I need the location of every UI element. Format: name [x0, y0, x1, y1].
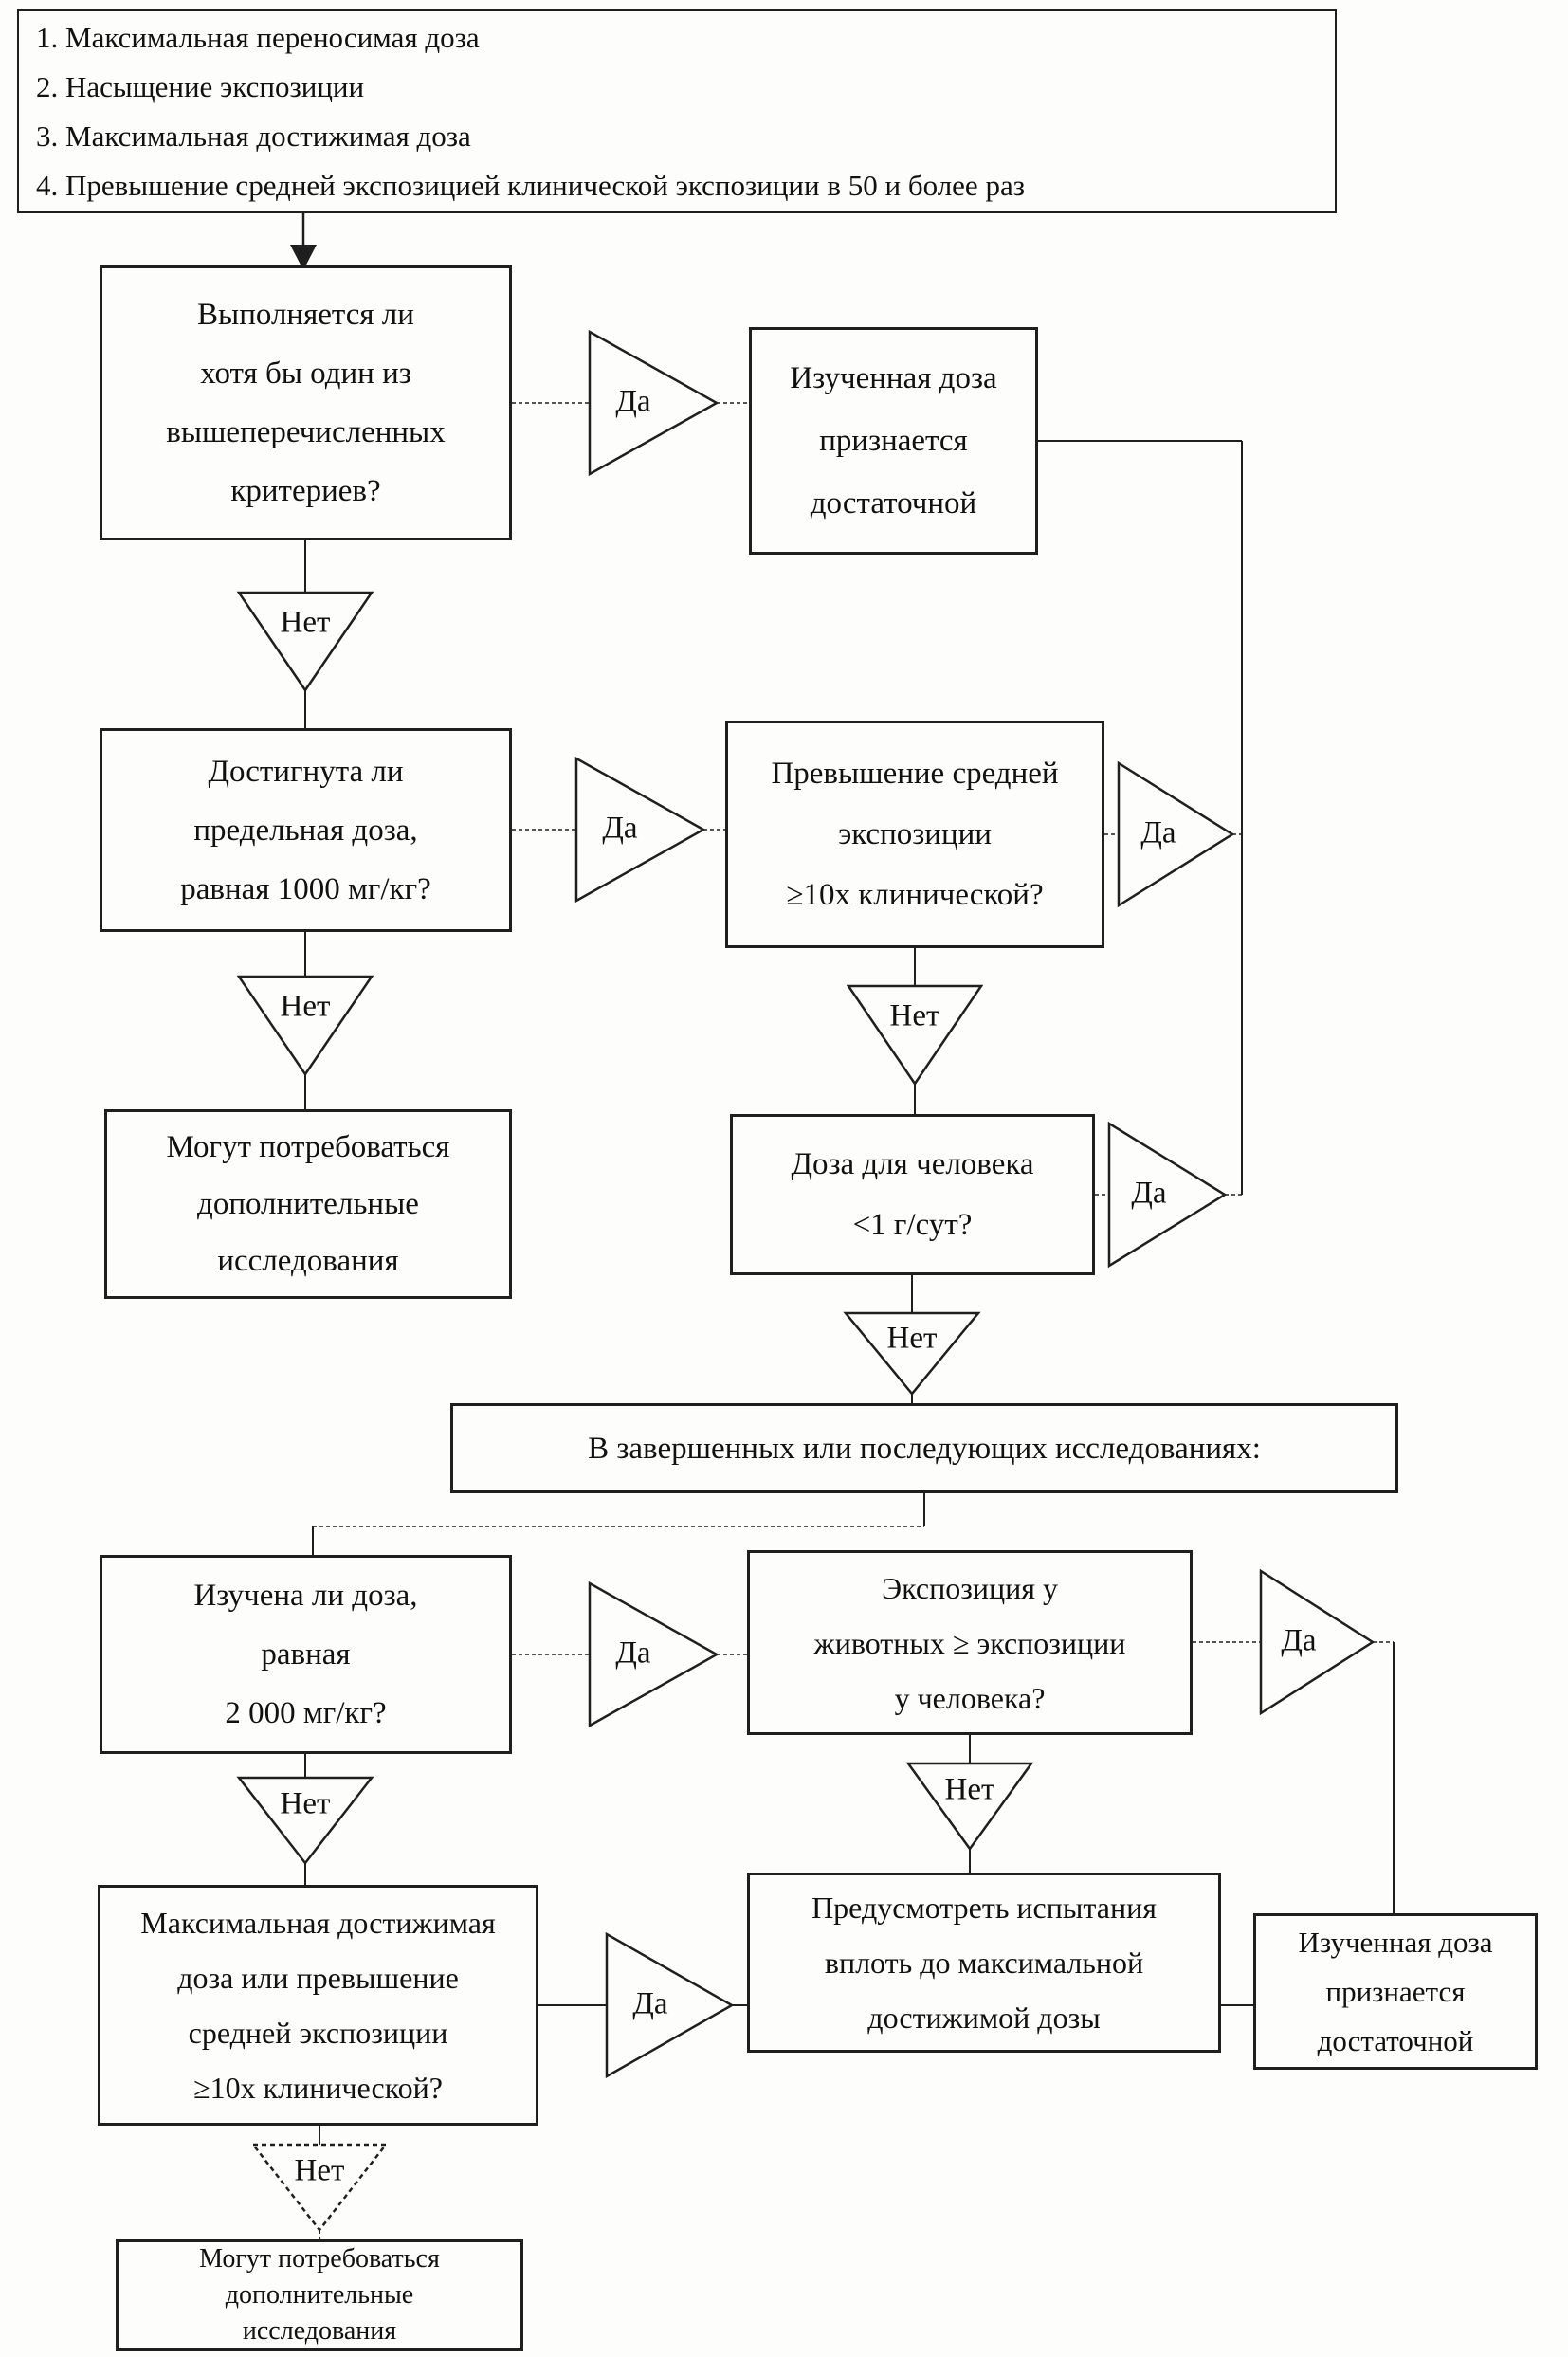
yes-triangle-3	[1117, 760, 1235, 908]
criteria-met-question-text: Выполняется ли хотя бы один из вышепереч…	[166, 298, 446, 508]
node-criteria-met-question: Выполняется ли хотя бы один из вышепереч…	[100, 265, 512, 540]
dose-2000-question-text: Изучена ли доза, равная 2 000 мг/кг?	[193, 1579, 418, 1730]
limit-dose-question-text: Достигнута ли предельная доза, равная 10…	[180, 754, 431, 906]
no-triangle-3	[846, 984, 984, 1087]
yes-label-2: Да	[602, 811, 638, 846]
no-triangle-5	[905, 1762, 1034, 1852]
node-tests-to-max-dose: Предусмотреть испытания вплоть до максим…	[747, 1873, 1221, 2053]
yes-label-6: Да	[1281, 1623, 1317, 1658]
down-arrow-icon	[290, 245, 317, 270]
node-human-dose-question: Доза для человека <1 г/сут?	[730, 1114, 1095, 1275]
animal-exposure-question-text: Экспозиция у животных ≥ экспозиции у чел…	[813, 1570, 1126, 1715]
node-animal-exposure-question: Экспозиция у животных ≥ экспозиции у чел…	[747, 1550, 1193, 1735]
yes-triangle-7	[605, 1931, 735, 2079]
yes-label-3: Да	[1140, 815, 1176, 850]
no-label-4: Нет	[886, 1321, 938, 1356]
mad-or-10x-question-text: Максимальная достижимая доза или превыше…	[140, 1906, 496, 2105]
yes-triangle-1	[588, 329, 720, 477]
no-triangle-1	[236, 591, 374, 693]
criteria-list-box: 1. Максимальная переносимая доза 2. Насы…	[17, 9, 1337, 213]
yes-triangle-5	[588, 1580, 720, 1728]
yes-label-1: Да	[615, 384, 651, 419]
no-label-6: Нет	[280, 1786, 331, 1821]
further-studies-header-text: В завершенных или последующих исследован…	[588, 1431, 1261, 1466]
criteria-list-text: 1. Максимальная переносимая доза 2. Насы…	[36, 20, 1025, 202]
node-additional-studies-top: Могут потребоваться дополнительные иссле…	[104, 1109, 512, 1299]
no-label-5: Нет	[944, 1772, 995, 1807]
yes-label-7: Да	[632, 1986, 668, 2021]
no-label-3: Нет	[889, 998, 940, 1033]
yes-triangle-4	[1107, 1121, 1228, 1269]
dose-sufficient-top-text: Изученная доза признается достаточной	[790, 361, 997, 521]
exposure-10x-question-text: Превышение средней экспозиции ≥10x клини…	[771, 757, 1059, 912]
no-triangle-2	[236, 975, 374, 1077]
additional-studies-bottom-text: Могут потребоваться дополнительные иссле…	[199, 2244, 440, 2346]
no-label-1: Нет	[280, 605, 331, 640]
node-exposure-10x-question: Превышение средней экспозиции ≥10x клини…	[725, 721, 1104, 948]
no-label-7: Нет	[294, 2153, 345, 2188]
additional-studies-top-text: Могут потребоваться дополнительные иссле…	[166, 1130, 450, 1278]
no-label-2: Нет	[280, 989, 331, 1024]
node-mad-or-10x-question: Максимальная достижимая доза или превыше…	[98, 1885, 538, 2126]
no-triangle-6	[236, 1776, 374, 1866]
human-dose-question-text: Доза для человека <1 г/сут?	[791, 1147, 1034, 1242]
node-dose-sufficient-top: Изученная доза признается достаточной	[749, 327, 1038, 555]
dose-sufficient-bottom-text: Изученная доза признается достаточной	[1298, 1925, 1493, 2057]
node-limit-dose-question: Достигнута ли предельная доза, равная 10…	[100, 728, 512, 932]
node-further-studies-header: В завершенных или последующих исследован…	[450, 1403, 1398, 1493]
yes-triangle-6	[1259, 1568, 1376, 1716]
no-triangle-4	[843, 1311, 981, 1396]
no-triangle-7	[250, 2143, 389, 2233]
yes-label-4: Да	[1131, 1176, 1167, 1211]
yes-triangle-2	[574, 756, 706, 904]
node-dose-2000-question: Изучена ли доза, равная 2 000 мг/кг?	[100, 1555, 512, 1754]
node-additional-studies-bottom: Могут потребоваться дополнительные иссле…	[116, 2239, 523, 2351]
tests-to-max-dose-text: Предусмотреть испытания вплоть до максим…	[811, 1891, 1157, 2035]
node-dose-sufficient-bottom: Изученная доза признается достаточной	[1253, 1913, 1538, 2070]
yes-label-5: Да	[615, 1635, 651, 1671]
